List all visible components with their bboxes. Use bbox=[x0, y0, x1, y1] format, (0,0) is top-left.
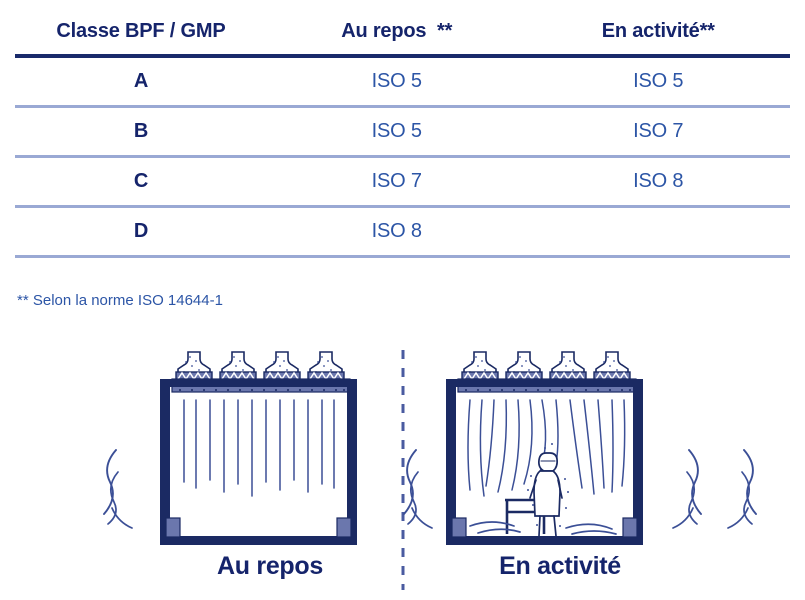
column-header-au-repos: Au repos ** bbox=[341, 19, 453, 42]
column-header-classe: Classe BPF / GMP bbox=[56, 19, 226, 42]
return-air-grille bbox=[622, 517, 638, 538]
table-row: D ISO 8 bbox=[15, 207, 790, 257]
cell-classe: D bbox=[133, 220, 149, 242]
laminar-airflow-lines bbox=[183, 399, 335, 497]
cleanroom-shell bbox=[446, 379, 643, 545]
cell-en-activite: ISO 7 bbox=[633, 120, 684, 142]
cell-classe: C bbox=[133, 170, 149, 192]
column-header-en-activite: En activité** bbox=[601, 19, 715, 42]
airflow-eddy-right bbox=[727, 449, 757, 529]
hepa-filter-unit bbox=[219, 351, 257, 380]
return-air-grille bbox=[451, 517, 467, 538]
cell-en-activite: ISO 5 bbox=[633, 70, 684, 92]
classification-table-container: Classe BPF / GMP Au repos ** En activité… bbox=[15, 8, 790, 258]
particle-shedding bbox=[527, 443, 569, 527]
hepa-filter-unit bbox=[175, 351, 213, 380]
operator-figure bbox=[529, 452, 563, 537]
cleanroom-shell bbox=[160, 379, 357, 545]
panel-en-activite bbox=[403, 351, 702, 545]
cell-classe: B bbox=[133, 120, 149, 142]
bpf-gmp-classification-table: Classe BPF / GMP Au repos ** En activité… bbox=[15, 8, 790, 258]
return-air-grille bbox=[165, 517, 181, 538]
table-row: C ISO 7 ISO 8 bbox=[15, 157, 790, 207]
hepa-filter-unit bbox=[593, 351, 631, 380]
cell-au-repos: ISO 5 bbox=[371, 120, 422, 142]
cell-en-activite: ISO 8 bbox=[633, 170, 684, 192]
cell-au-repos: ISO 8 bbox=[371, 220, 422, 242]
hepa-filter-unit bbox=[549, 351, 587, 380]
table-header-row: Classe BPF / GMP Au repos ** En activité… bbox=[15, 8, 790, 56]
table-footnote: ** Selon la norme ISO 14644-1 bbox=[17, 292, 223, 309]
cell-en-activite bbox=[527, 207, 791, 257]
airflow-eddy-left bbox=[103, 449, 133, 529]
panel-au-repos bbox=[103, 351, 757, 545]
disturbed-airflow-lines bbox=[467, 399, 626, 497]
hepa-filter-unit bbox=[307, 351, 345, 380]
cleanroom-airflow-diagram: Au repos En activité bbox=[0, 340, 805, 600]
return-air-grille bbox=[336, 517, 352, 538]
hepa-filter-unit bbox=[461, 351, 499, 380]
table-row: B ISO 5 ISO 7 bbox=[15, 107, 790, 157]
airflow-eddy-right bbox=[672, 449, 702, 529]
cell-au-repos: ISO 7 bbox=[371, 170, 422, 192]
table-body: A ISO 5 ISO 5 B ISO 5 ISO 7 C ISO 7 ISO … bbox=[15, 56, 790, 257]
table-header: Classe BPF / GMP Au repos ** En activité… bbox=[15, 8, 790, 56]
panel-label-au-repos: Au repos bbox=[217, 552, 323, 580]
hepa-filter-unit bbox=[263, 351, 301, 380]
airflow-eddy-left bbox=[403, 449, 433, 529]
cell-classe: A bbox=[133, 70, 149, 92]
panel-label-en-activite: En activité bbox=[499, 552, 621, 580]
floor-turbulence bbox=[469, 521, 617, 535]
table-row: A ISO 5 ISO 5 bbox=[15, 56, 790, 107]
cell-au-repos: ISO 5 bbox=[371, 70, 422, 92]
hepa-filter-unit bbox=[505, 351, 543, 380]
